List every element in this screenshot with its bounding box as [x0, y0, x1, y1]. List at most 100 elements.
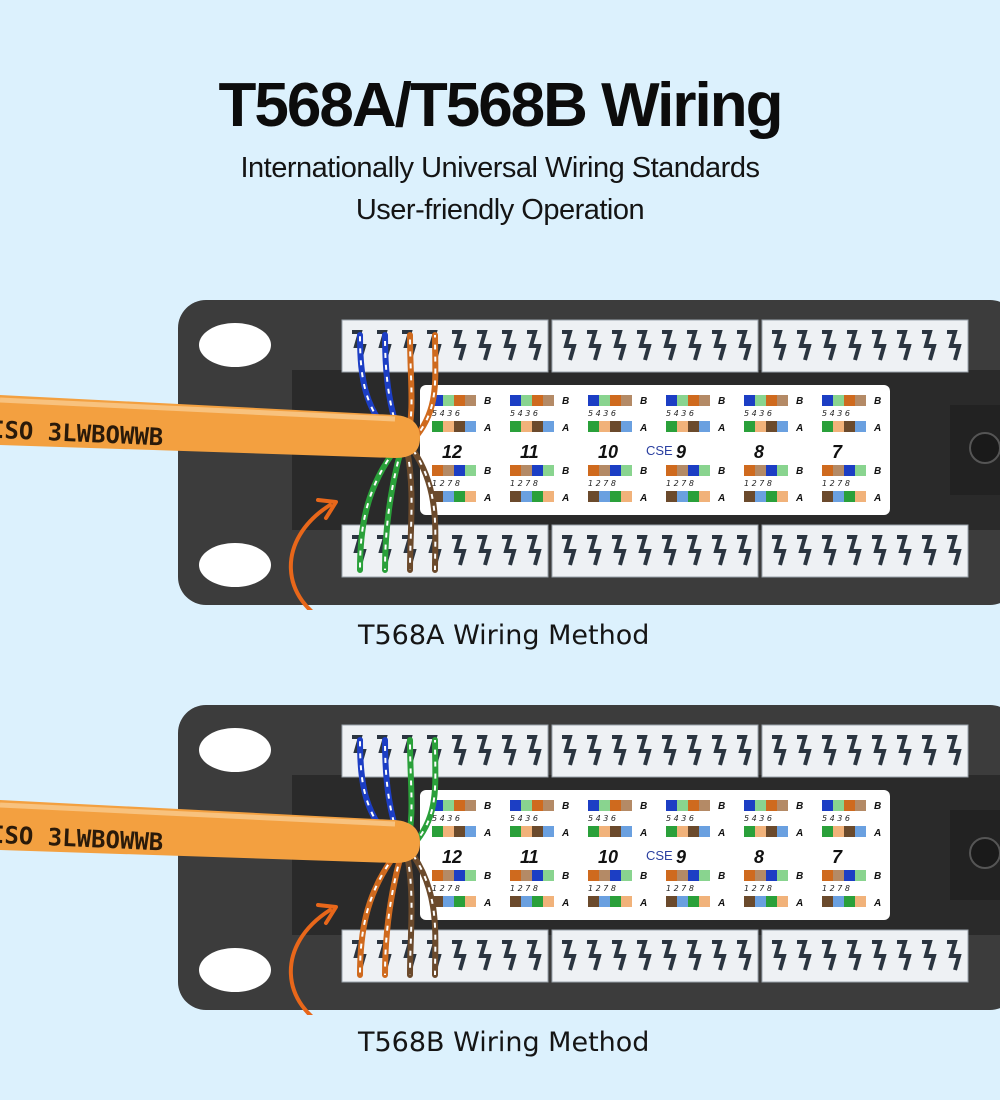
pin-swatch: [588, 870, 599, 881]
pin-swatch: [766, 800, 777, 811]
pin-swatch: [610, 826, 621, 837]
pin-swatch: [521, 395, 532, 406]
pin-swatch: [432, 491, 443, 502]
pin-swatch: [833, 421, 844, 432]
punch-terminal: [587, 535, 602, 566]
pin-swatch: [543, 870, 554, 881]
pin-swatch: [454, 826, 465, 837]
row-a-label: A: [483, 493, 491, 504]
pin-swatch: [699, 896, 710, 907]
row-b-label: B: [640, 801, 647, 812]
row-b-label: B: [484, 466, 491, 477]
pin-swatch: [532, 421, 543, 432]
wire-stripe: [359, 449, 396, 571]
punch-terminal: [562, 330, 577, 361]
punch-terminal: [712, 940, 727, 971]
pin-swatch: [822, 421, 833, 432]
pin-swatch: [688, 465, 699, 476]
pin-swatch: [510, 395, 521, 406]
row-b-label: B: [484, 801, 491, 812]
pin-swatch: [766, 870, 777, 881]
pin-swatch: [699, 395, 710, 406]
pin-swatch: [777, 421, 788, 432]
pin-swatch: [443, 800, 454, 811]
pin-swatch: [521, 800, 532, 811]
pin-swatch: [443, 491, 454, 502]
wire-stripe: [384, 854, 402, 976]
pin-swatch: [699, 491, 710, 502]
punch-terminal: [772, 535, 787, 566]
punch-terminal: [637, 535, 652, 566]
punch-terminal: [612, 330, 627, 361]
row-b-label: B: [718, 466, 725, 477]
pin-swatch: [822, 465, 833, 476]
pin-numbers-top: 5 4 3 6: [432, 814, 460, 823]
row-b-label: B: [796, 466, 803, 477]
brand-label: CSE: [646, 443, 673, 458]
punch-terminal: [502, 330, 517, 361]
punch-terminal: [872, 330, 887, 361]
punch-terminal: [872, 535, 887, 566]
pin-swatch: [844, 870, 855, 881]
pin-numbers-bottom: 1 2 7 8: [744, 884, 772, 893]
pin-swatch: [677, 395, 688, 406]
punch-terminal: [947, 535, 962, 566]
punch-terminal: [637, 940, 652, 971]
row-a-label: A: [795, 493, 803, 504]
port-number: 11: [520, 847, 539, 867]
subtitle-line-2: User-friendly Operation: [355, 194, 645, 226]
pin-numbers-top: 5 4 3 6: [666, 814, 694, 823]
pin-swatch: [777, 870, 788, 881]
pin-swatch: [755, 491, 766, 502]
pin-swatch: [688, 491, 699, 502]
pin-swatch: [432, 395, 443, 406]
punch-terminal: [797, 940, 812, 971]
punch-terminal: [662, 940, 677, 971]
punch-terminal: [612, 940, 627, 971]
row-b-label: B: [640, 396, 647, 407]
pin-swatch: [532, 870, 543, 881]
punch-terminal: [587, 940, 602, 971]
punch-block-bottom: [341, 929, 549, 983]
row-b-label: B: [718, 396, 725, 407]
pin-swatch: [621, 800, 632, 811]
punch-terminal: [527, 535, 542, 566]
punch-terminal: [637, 735, 652, 766]
pin-swatch: [744, 896, 755, 907]
row-a-label: A: [873, 423, 881, 434]
pin-numbers-bottom: 1 2 7 8: [432, 479, 460, 488]
pin-swatch: [432, 800, 443, 811]
pin-swatch: [532, 491, 543, 502]
row-a-label: A: [561, 423, 569, 434]
row-b-label: B: [484, 871, 491, 882]
wire-stripe: [384, 739, 402, 846]
punch-terminal: [637, 330, 652, 361]
label-card-bg: [420, 385, 890, 515]
pin-swatch: [588, 800, 599, 811]
pin-swatch: [465, 826, 476, 837]
punch-terminal: [687, 330, 702, 361]
punch-block-bottom: [761, 929, 969, 983]
punch-terminal: [897, 735, 912, 766]
pointer-arrow-head: [316, 498, 338, 520]
pin-swatch: [744, 465, 755, 476]
pin-swatch: [621, 826, 632, 837]
punch-terminal: [772, 940, 787, 971]
pin-numbers-bottom: 1 2 7 8: [666, 479, 694, 488]
pin-swatch: [432, 870, 443, 881]
pin-numbers-top: 5 4 3 6: [744, 409, 772, 418]
pin-swatch: [532, 800, 543, 811]
pin-swatch: [744, 395, 755, 406]
pin-numbers-top: 5 4 3 6: [432, 409, 460, 418]
pin-swatch: [855, 465, 866, 476]
pin-swatch: [521, 896, 532, 907]
pin-numbers-top: 5 4 3 6: [822, 409, 850, 418]
pin-swatch: [844, 826, 855, 837]
pin-swatch: [543, 421, 554, 432]
row-b-label: B: [796, 396, 803, 407]
row-a-label: A: [717, 828, 725, 839]
pin-swatch: [510, 800, 521, 811]
pin-swatch: [610, 870, 621, 881]
pin-swatch: [599, 395, 610, 406]
